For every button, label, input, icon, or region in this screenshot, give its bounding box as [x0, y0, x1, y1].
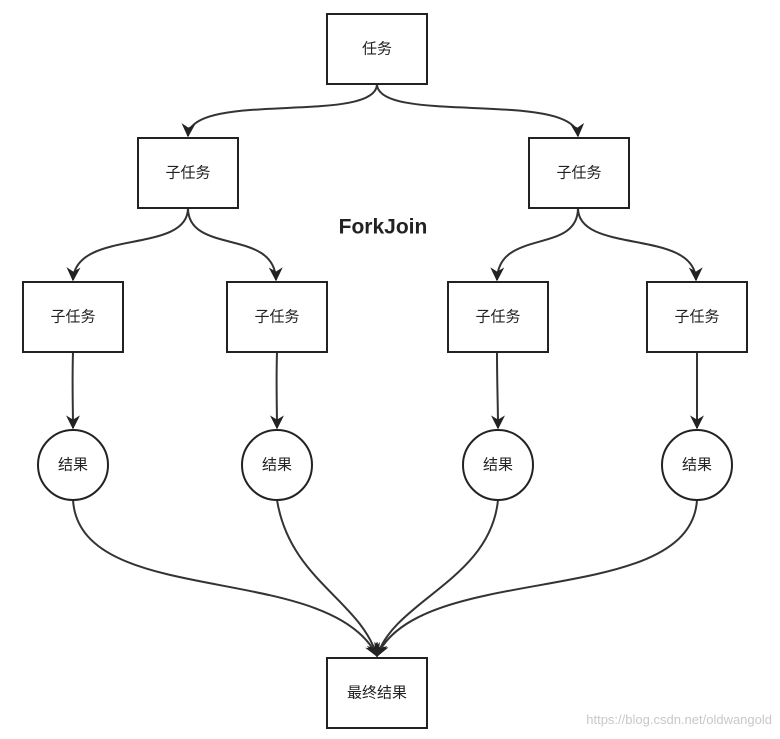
edge-subtask-left-to-ll [66, 207, 189, 282]
node-result-3-label: 结果 [483, 456, 513, 474]
nodes: 任务 子任务 子任务 子任务 子任务 子任务 子任务 结果 [22, 13, 748, 729]
edge-subtask-right-to-rr [577, 207, 703, 282]
node-task: 任务 [326, 13, 428, 85]
node-subtask-ll-label: 子任务 [50, 308, 95, 326]
node-subtask-lr: 子任务 [226, 281, 328, 353]
node-result-4-label: 结果 [682, 456, 712, 474]
node-result-2-label: 结果 [262, 456, 292, 474]
node-subtask-lr-label: 子任务 [254, 308, 299, 326]
edge-result-2-to-final [276, 499, 381, 658]
node-subtask-rr: 子任务 [646, 281, 748, 353]
edge-subtask-right-to-rl [490, 207, 579, 282]
edge-result-1-to-final [72, 499, 378, 658]
node-subtask-left-label: 子任务 [165, 164, 210, 182]
node-result-2: 结果 [241, 429, 313, 501]
node-result-1-label: 结果 [58, 456, 88, 474]
node-final-result-label: 最终结果 [347, 684, 407, 702]
node-subtask-ll: 子任务 [22, 281, 124, 353]
node-subtask-rr-label: 子任务 [674, 308, 719, 326]
watermark-text: https://blog.csdn.net/oldwangold [586, 712, 772, 727]
node-subtask-rl-label: 子任务 [475, 308, 520, 326]
edge-task-to-subtask-right [376, 83, 585, 138]
node-subtask-left: 子任务 [137, 137, 239, 209]
node-subtask-rl: 子任务 [447, 281, 549, 353]
edge-result-4-to-final [375, 499, 698, 658]
node-result-1: 结果 [37, 429, 109, 501]
node-result-4: 结果 [661, 429, 733, 501]
node-result-3: 结果 [462, 429, 534, 501]
edge-subtask-left-to-lr [187, 207, 283, 282]
diagram-title: ForkJoin [339, 216, 428, 239]
edge-result-3-to-final [374, 499, 499, 658]
node-subtask-right-label: 子任务 [556, 164, 601, 182]
node-subtask-right: 子任务 [528, 137, 630, 209]
node-final-result: 最终结果 [326, 657, 428, 729]
edge-task-to-subtask-left [181, 83, 378, 138]
edge-rl-to-result-3 [490, 351, 505, 430]
node-task-label: 任务 [362, 40, 392, 58]
edges [65, 83, 704, 658]
